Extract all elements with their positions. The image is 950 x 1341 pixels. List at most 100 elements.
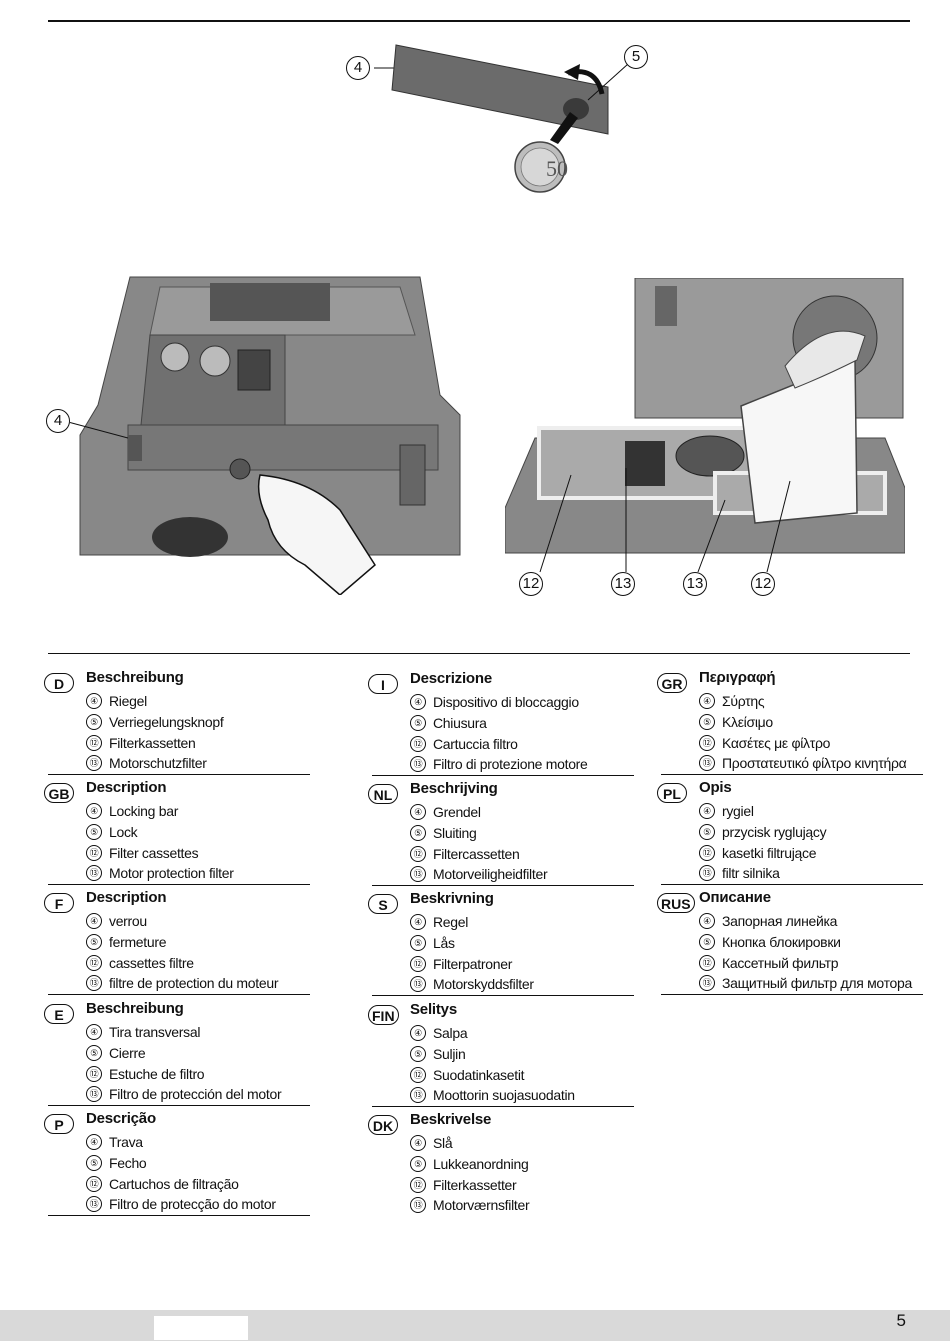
item-number: ④ bbox=[699, 803, 715, 820]
top-rule bbox=[48, 20, 910, 22]
item-number: ⑫ bbox=[86, 1065, 102, 1082]
item-number: ⑤ bbox=[86, 934, 102, 951]
lang-badge: RUS bbox=[657, 893, 695, 913]
item-number: ⑬ bbox=[86, 865, 102, 882]
locking-bar-illustration: 50 bbox=[374, 44, 629, 193]
item-number: ⑬ bbox=[86, 1086, 102, 1103]
item-number: ⑤ bbox=[410, 825, 426, 842]
item-number: ④ bbox=[86, 1134, 102, 1151]
lang-title: Descrição bbox=[86, 1110, 156, 1127]
lang-title: Descrizione bbox=[410, 670, 492, 687]
item-number: ⑤ bbox=[410, 1046, 426, 1063]
item-number: ⑫ bbox=[699, 844, 715, 861]
callout-5-top: 5 bbox=[624, 45, 648, 69]
item-number: ⑫ bbox=[86, 734, 102, 751]
item-number: ⑫ bbox=[410, 1066, 426, 1083]
callout-4-top: 4 bbox=[346, 56, 370, 80]
item-number: ⑬ bbox=[410, 1197, 426, 1214]
item-number: ⑫ bbox=[410, 1176, 426, 1193]
lang-badge: P bbox=[44, 1114, 74, 1134]
lang-title: Selitys bbox=[410, 1001, 457, 1018]
callout-4-left: 4 bbox=[46, 409, 70, 433]
lang-title: Beskrivelse bbox=[410, 1111, 492, 1128]
item-number: ④ bbox=[86, 913, 102, 930]
lang-badge: D bbox=[44, 673, 74, 693]
item-number: ④ bbox=[699, 913, 715, 930]
item-number: ④ bbox=[86, 803, 102, 820]
item-number: ⑬ bbox=[86, 1196, 102, 1213]
item-number: ⑤ bbox=[410, 715, 426, 732]
lang-title: Description bbox=[86, 889, 167, 906]
item-number: ⑫ bbox=[410, 955, 426, 972]
lang-title: Описание bbox=[699, 889, 771, 906]
block-divider bbox=[661, 884, 923, 885]
item-number: ⑬ bbox=[410, 866, 426, 883]
item-number: ⑤ bbox=[699, 714, 715, 731]
lang-title: Beschreibung bbox=[86, 1000, 184, 1017]
lang-badge: GB bbox=[44, 783, 74, 803]
lang-title: Beskrivning bbox=[410, 890, 494, 907]
lang-badge: GR bbox=[657, 673, 687, 693]
item-number: ⑫ bbox=[86, 844, 102, 861]
block-divider bbox=[48, 1105, 310, 1106]
lang-badge: NL bbox=[368, 784, 398, 804]
item-number: ⑤ bbox=[410, 935, 426, 952]
callout-13-b: 13 bbox=[683, 572, 707, 596]
item-number: ⑫ bbox=[86, 1175, 102, 1192]
lang-title: Beschrijving bbox=[410, 780, 498, 797]
item-number: ⑬ bbox=[699, 865, 715, 882]
block-divider bbox=[661, 774, 923, 775]
coin-value: 50 bbox=[546, 156, 568, 181]
item-number: ④ bbox=[410, 1025, 426, 1042]
item-number: ⑤ bbox=[86, 1045, 102, 1062]
item-number: ④ bbox=[699, 693, 715, 710]
lang-title: Περιγραφή bbox=[699, 669, 776, 686]
lang-title: Beschreibung bbox=[86, 669, 184, 686]
callout-13-a: 13 bbox=[611, 572, 635, 596]
item-number: ④ bbox=[410, 694, 426, 711]
item-number: ⑤ bbox=[86, 824, 102, 841]
item-number: ⑬ bbox=[86, 975, 102, 992]
vacuum-open-illustration bbox=[504, 277, 906, 573]
section-rule bbox=[48, 653, 910, 654]
figure-vacuum-front: 4 bbox=[40, 265, 470, 596]
